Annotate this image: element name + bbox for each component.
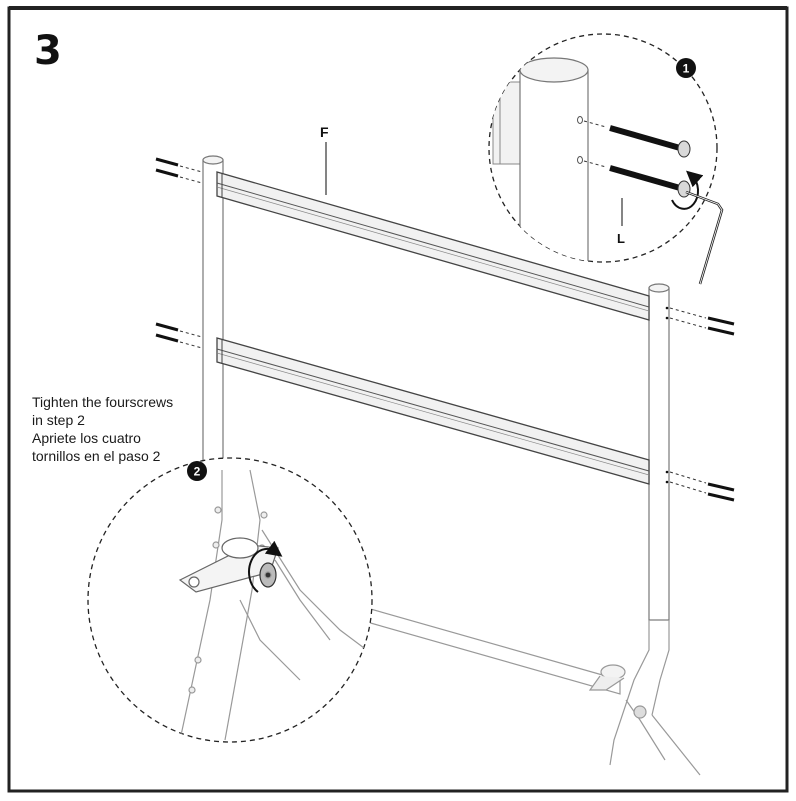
- callout-1-number: 1: [683, 62, 690, 76]
- instruction-line-3: Apriete los cuatro: [32, 430, 141, 446]
- detail-2-circle: [87, 457, 373, 743]
- label-f: F: [320, 124, 329, 140]
- label-l: L: [617, 231, 625, 246]
- top-rail-f: [216, 171, 650, 321]
- callout-2-badge: 2: [187, 461, 207, 481]
- instruction-line-2: in step 2: [32, 412, 85, 428]
- left-bolts-top: [155, 157, 203, 184]
- step-number: 3: [34, 28, 62, 74]
- callout-2-number: 2: [194, 465, 201, 479]
- detail-1-circle: L: [488, 33, 724, 285]
- instruction-note: Tighten the fourscrews in step 2 Apriete…: [32, 393, 222, 465]
- instruction-line-1: Tighten the fourscrews: [32, 394, 174, 410]
- right-post: [648, 283, 670, 621]
- callout-1-badge: 1: [676, 58, 696, 78]
- left-post: [202, 155, 224, 481]
- left-bolts-bottom: [155, 322, 203, 349]
- lower-rail: [216, 337, 650, 485]
- right-bolts-top: [665, 306, 735, 336]
- base-frame: [359, 605, 701, 776]
- instruction-line-4: tornillos en el paso 2: [32, 448, 161, 464]
- right-bolts-bottom: [665, 470, 735, 502]
